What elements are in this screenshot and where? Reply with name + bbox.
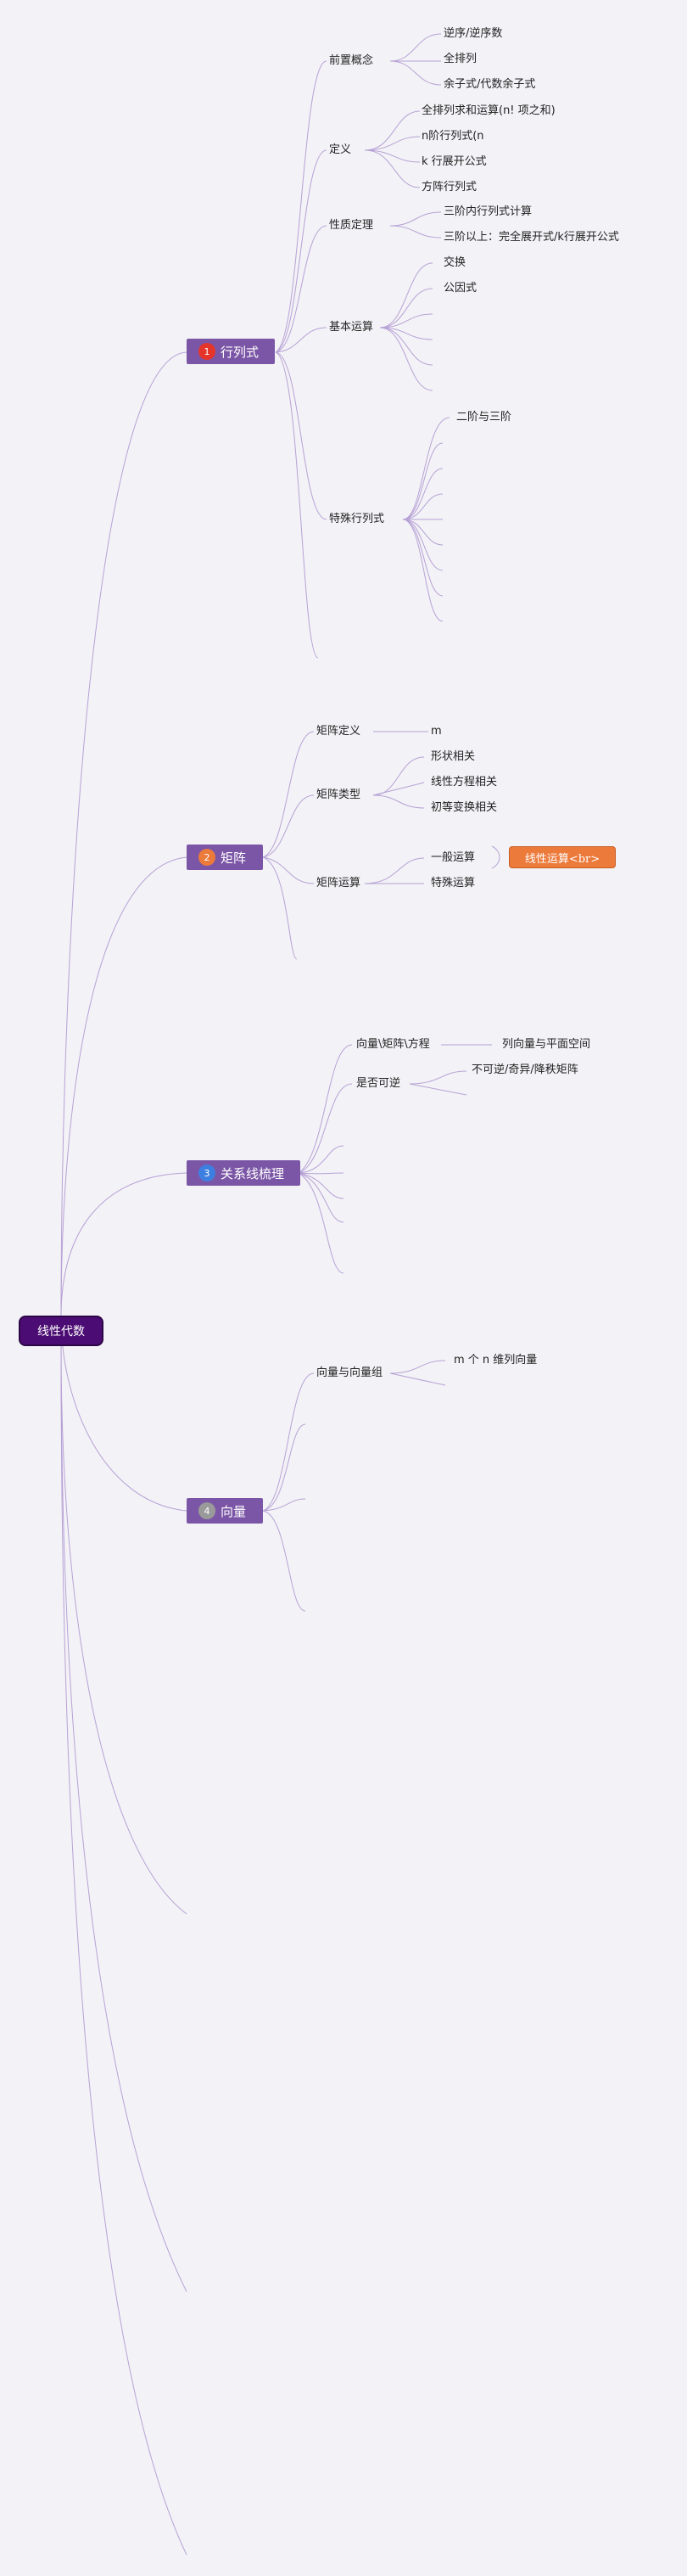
leaf-swap[interactable]: 交换 xyxy=(444,256,466,269)
leaf-common-factor[interactable]: 公因式 xyxy=(444,282,478,295)
leaf-higher-order[interactable]: 三阶以上：完全展开式/k行展开公式 xyxy=(444,231,619,244)
subtopic-basic-ops[interactable]: 基本运算 xyxy=(329,321,374,334)
leaf-second-third[interactable]: 二阶与三阶 xyxy=(456,411,512,424)
subtopic-invertible[interactable]: 是否可逆 xyxy=(356,1077,401,1090)
badge-3-icon: 3 xyxy=(198,1165,215,1181)
leaf-k-row-expansion[interactable]: k 行展开公式 xyxy=(422,155,487,168)
topic-label: 矩阵 xyxy=(221,850,247,866)
badge-2-icon: 2 xyxy=(198,849,215,866)
leaf-inversion[interactable]: 逆序/逆序数 xyxy=(444,27,503,40)
root-label: 线性代数 xyxy=(37,1325,85,1339)
subtopic-vector-group[interactable]: 向量与向量组 xyxy=(316,1367,383,1379)
badge-1-icon: 1 xyxy=(198,343,215,360)
leaf-permutation-sum[interactable]: 全排列求和运算(n! 项之和) xyxy=(422,104,556,117)
linear-ops-tag[interactable]: 线性运算<br> xyxy=(509,846,616,868)
subtopic-prereq[interactable]: 前置概念 xyxy=(329,54,374,67)
leaf-elementary[interactable]: 初等变换相关 xyxy=(431,801,498,814)
leaf-n-order[interactable]: n阶行列式(n xyxy=(422,130,484,143)
subtopic-matrix-ops[interactable]: 矩阵运算 xyxy=(316,877,361,890)
subtopic-vmq[interactable]: 向量\矩阵\方程 xyxy=(356,1038,430,1051)
topic-label: 关系线梳理 xyxy=(221,1165,285,1181)
leaf-cofactor[interactable]: 余子式/代数余子式 xyxy=(444,78,536,91)
leaf-permutation[interactable]: 全排列 xyxy=(444,53,478,65)
badge-4-icon: 4 xyxy=(198,1502,215,1519)
leaf-third-order[interactable]: 三阶内行列式计算 xyxy=(444,205,533,218)
subtopic-matrix-types[interactable]: 矩阵类型 xyxy=(316,789,361,801)
root-node[interactable]: 线性代数 xyxy=(20,1317,102,1344)
leaf-m[interactable]: m xyxy=(431,725,442,738)
topic-label: 向量 xyxy=(221,1503,247,1519)
topic-determinant[interactable]: 1 行列式 xyxy=(187,339,275,364)
leaf-square-det[interactable]: 方阵行列式 xyxy=(422,181,478,194)
subtopic-properties[interactable]: 性质定理 xyxy=(329,219,374,232)
leaf-shape[interactable]: 形状相关 xyxy=(431,750,476,763)
topic-vector[interactable]: 4 向量 xyxy=(187,1498,263,1524)
topic-matrix[interactable]: 2 矩阵 xyxy=(187,845,263,870)
topic-label: 行列式 xyxy=(221,344,260,360)
leaf-special-ops[interactable]: 特殊运算 xyxy=(431,877,476,890)
topic-relations[interactable]: 3 关系线梳理 xyxy=(187,1160,300,1186)
leaf-singular[interactable]: 不可逆/奇异/降秩矩阵 xyxy=(472,1064,578,1076)
subtopic-matrix-definition[interactable]: 矩阵定义 xyxy=(316,725,361,738)
leaf-linear-eq[interactable]: 线性方程相关 xyxy=(431,776,498,789)
leaf-m-n-vectors[interactable]: m 个 n 维列向量 xyxy=(454,1354,538,1367)
leaf-column-vector[interactable]: 列向量与平面空间 xyxy=(502,1038,591,1051)
subtopic-special[interactable]: 特殊行列式 xyxy=(329,513,385,525)
leaf-general-ops[interactable]: 一般运算 xyxy=(431,851,476,864)
subtopic-definition[interactable]: 定义 xyxy=(329,143,352,156)
